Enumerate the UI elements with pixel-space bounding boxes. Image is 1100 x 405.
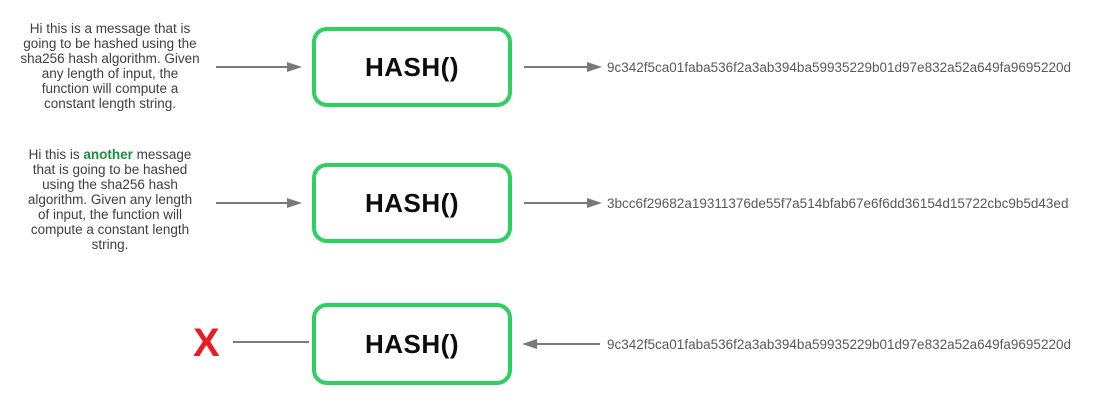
hash-function-label: HASH()	[365, 328, 459, 359]
arrow-right-icon	[216, 198, 302, 208]
arrow-right-icon	[216, 62, 302, 72]
arrow-right-icon	[524, 62, 602, 72]
input-message-2-prefix: Hi this is	[28, 147, 84, 162]
not-possible-x-icon: X	[193, 321, 220, 365]
input-message-2: Hi this is another message that is going…	[4, 147, 216, 252]
output-hash-1: 9c342f5ca01faba536f2a3ab394ba59935229b01…	[607, 60, 1071, 75]
hash-function-label: HASH()	[365, 187, 459, 218]
input-message-2-suffix: message that is going to be hashed using…	[27, 147, 193, 252]
output-hash-2: 3bcc6f29682a19311376de55f7a514bfab67e6f6…	[607, 196, 1069, 211]
hash-function-label: HASH()	[365, 51, 459, 82]
arrow-right-icon	[524, 198, 602, 208]
connector-line	[233, 341, 309, 343]
input-message-1: Hi this is a message that is going to be…	[20, 21, 200, 111]
arrow-left-icon	[522, 339, 600, 349]
hash-function-box-1: HASH()	[312, 27, 512, 107]
input-message-2-highlight: another	[83, 147, 133, 162]
hash-function-box-2: HASH()	[312, 163, 512, 243]
input-hash-3: 9c342f5ca01faba536f2a3ab394ba59935229b01…	[607, 337, 1071, 352]
hash-function-box-3: HASH()	[312, 303, 512, 385]
